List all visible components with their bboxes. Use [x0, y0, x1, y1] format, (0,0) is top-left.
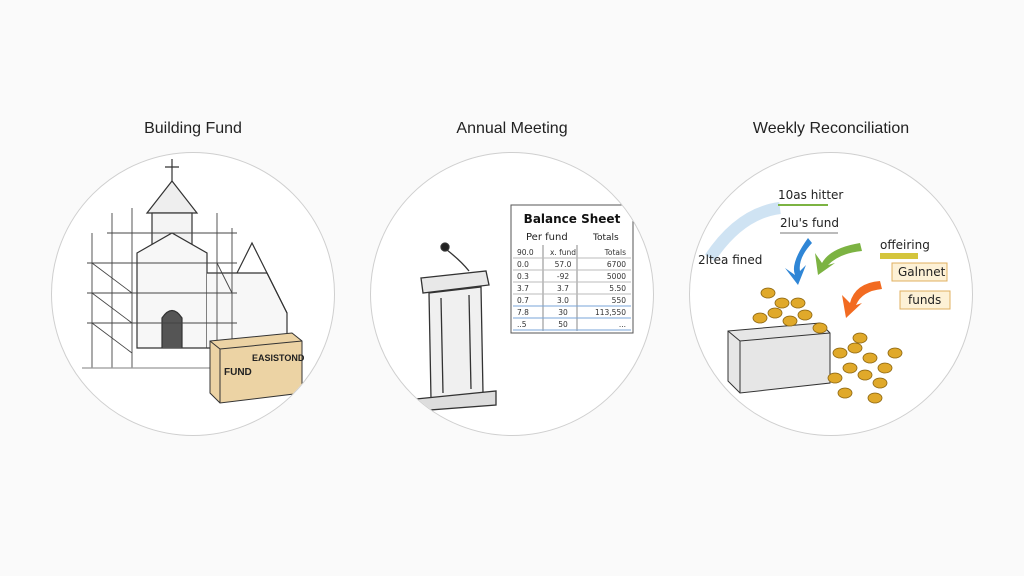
- panel-title: Annual Meeting: [456, 120, 568, 137]
- header-totals: Totals: [592, 233, 619, 243]
- coin: [847, 342, 863, 354]
- coin: [832, 347, 848, 359]
- label-4-tag: [880, 253, 918, 259]
- coin: [752, 312, 768, 324]
- panel-title: Weekly Reconciliation: [752, 120, 910, 137]
- label-3: 2ltea fined: [698, 253, 762, 267]
- coin: [782, 315, 798, 327]
- crate-label-fund: FUND: [224, 367, 252, 378]
- coin: [867, 392, 883, 404]
- church-scaffold-sketch: FUND EASISTOND: [82, 159, 305, 404]
- coin: [827, 372, 843, 384]
- coin: [797, 309, 813, 321]
- balance-sheet-title: Balance Sheet: [524, 212, 621, 226]
- coin: [877, 362, 893, 374]
- coin: [790, 297, 806, 309]
- panel-building-fund: Building Fund: [43, 110, 343, 440]
- sheet-cell: 30: [558, 308, 568, 317]
- sheet-cell: ..5: [517, 320, 527, 329]
- podium-sketch: Balance Sheet Per fund Totals 90.0 x. fun…: [415, 204, 634, 412]
- label-6: funds: [908, 293, 941, 307]
- orange-arrow-icon: [842, 281, 882, 318]
- coin: [842, 362, 858, 374]
- coin: [887, 347, 903, 359]
- sheet-cell: 3.7: [557, 284, 569, 293]
- annual-meeting-illustration: Balance Sheet Per fund Totals 90.0 x. fun…: [370, 152, 654, 436]
- sheet-cell: 7.8: [517, 308, 529, 317]
- sheet-cell: 0.3: [517, 272, 529, 281]
- panel-annual-meeting: Annual Meeting Balance Sheet Per fund To…: [362, 110, 662, 440]
- coin: [760, 287, 776, 299]
- balance-sheet: Balance Sheet Per fund Totals 90.0 x. fun…: [510, 204, 634, 334]
- offering-chest-sketch: 10as hitter 2lu's fund 2ltea fined offei…: [698, 188, 951, 404]
- coin: [774, 297, 790, 309]
- coin: [767, 307, 783, 319]
- sheet-cell: 550: [612, 296, 627, 305]
- panel-title: Building Fund: [144, 120, 242, 137]
- sheet-cell: 57.0: [555, 260, 572, 269]
- sheet-cell: 0.7: [517, 296, 529, 305]
- green-arrow-icon: [815, 243, 862, 275]
- panel-weekly-reconciliation: Weekly Reconciliation 10as hitter 2lu's …: [681, 110, 981, 440]
- sheet-cell: 50: [558, 320, 568, 329]
- sheet-cell: x. fund: [550, 248, 576, 257]
- sheet-cell: 5.50: [609, 284, 626, 293]
- crate-label-main: EASISTOND: [252, 353, 305, 363]
- coin: [852, 332, 868, 344]
- label-4: offeiring: [880, 238, 930, 252]
- sheet-cell: Totals: [604, 248, 627, 257]
- weekly-reconciliation-illustration: 10as hitter 2lu's fund 2ltea fined offei…: [689, 152, 973, 436]
- sheet-cell: 5000: [607, 272, 626, 281]
- label-1: 10as hitter: [778, 188, 843, 202]
- coin: [872, 377, 888, 389]
- sheet-cell: 90.0: [517, 248, 534, 257]
- sheet-cell: 113,550: [595, 308, 626, 317]
- sheet-cell: ...: [619, 320, 626, 329]
- treasure-chest: [727, 322, 831, 394]
- header-per-fund: Per fund: [526, 232, 568, 243]
- sheet-cell: -92: [557, 272, 569, 281]
- label-2: 2lu's fund: [780, 216, 839, 230]
- sheet-cell: 0.0: [517, 260, 529, 269]
- sheet-cell: 3.7: [517, 284, 529, 293]
- coin: [862, 352, 878, 364]
- coin: [837, 387, 853, 399]
- building-fund-illustration: FUND EASISTOND: [51, 152, 335, 436]
- label-5: Galnnet: [898, 265, 946, 279]
- donation-crate: FUND EASISTOND: [209, 332, 305, 404]
- sheet-cell: 3.0: [557, 296, 569, 305]
- sheet-cell: 6700: [607, 260, 626, 269]
- blue-arrow-icon: [785, 238, 812, 285]
- coin: [857, 369, 873, 381]
- coin: [812, 322, 828, 334]
